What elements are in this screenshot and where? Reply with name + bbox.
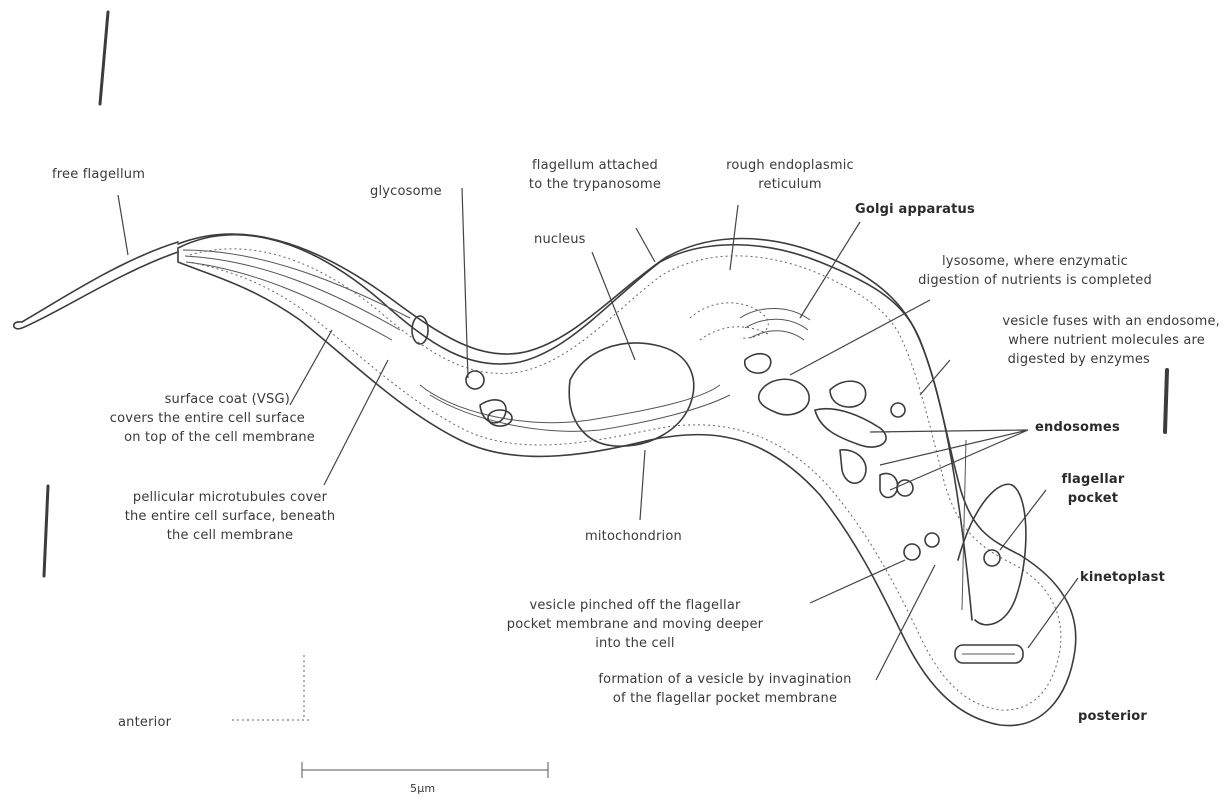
label-surface-coat-2: covers the entire cell surface (60, 409, 305, 428)
rough-er-shape (690, 303, 768, 338)
label-lysosome-2: digestion of nutrients is completed (880, 271, 1190, 290)
label-surface-coat-1: surface coat (VSG) (60, 390, 290, 409)
flagellar-pocket-shape (958, 484, 1026, 625)
label-vesicle-fuses-2: where nutrient molecules are (900, 331, 1205, 350)
scan-mark-left (44, 486, 48, 576)
flagellum-axoneme (962, 440, 966, 610)
leader-flagellum-attached (636, 228, 655, 262)
leader-nucleus (592, 252, 635, 360)
label-posterior: posterior (1078, 707, 1147, 726)
label-golgi: Golgi apparatus (855, 200, 975, 219)
label-rough-er-2: reticulum (710, 175, 870, 194)
vesicle-shape (891, 403, 905, 417)
organelle-shape (830, 381, 866, 407)
label-vesicle-fuses-3: digested by enzymes (900, 350, 1150, 369)
leader-free-flagellum (118, 195, 128, 255)
label-kinetoplast: kinetoplast (1080, 568, 1165, 587)
leader-vesicle-pinched (810, 560, 905, 603)
label-flagellar-pocket-1: flagellar (1048, 470, 1138, 489)
label-surface-coat-3: on top of the cell membrane (60, 428, 315, 447)
leader-endosomes (870, 430, 1028, 490)
leader-flagellar-pocket (1000, 490, 1046, 550)
label-formation-2: of the flagellar pocket membrane (540, 689, 910, 708)
label-pellicular-1: pellicular microtubules cover (100, 488, 360, 507)
free-flagellum-shape (14, 242, 178, 329)
label-pellicular-2: the entire cell surface, beneath (100, 507, 360, 526)
leader-surface-coat (290, 330, 332, 405)
label-flagellar-pocket-2: pocket (1048, 489, 1138, 508)
golgi-shape (740, 308, 810, 340)
leader-rough-er (730, 205, 738, 270)
label-vesicle-pinched-3: into the cell (470, 634, 800, 653)
label-flagellum-attached-1: flagellum attached (515, 156, 675, 175)
label-glycosome: glycosome (370, 182, 442, 201)
vesicle-shape (897, 480, 913, 496)
glycosome-shape (466, 371, 484, 389)
vesicle-shape (925, 533, 939, 547)
leader-glycosome (462, 188, 468, 378)
endosome-shape (815, 409, 886, 447)
scan-mark-top (100, 12, 108, 104)
label-vesicle-pinched-2: pocket membrane and moving deeper (470, 615, 800, 634)
leader-mitochondrion (640, 450, 645, 520)
vesicle-shape (904, 544, 920, 560)
endosome-shape (840, 450, 866, 483)
endosome-shape (880, 473, 898, 497)
label-nucleus: nucleus (534, 230, 586, 249)
lysosome-shape (759, 379, 810, 415)
label-anterior: anterior (118, 713, 171, 732)
leader-formation (876, 565, 935, 680)
label-formation-1: formation of a vesicle by invagination (540, 670, 910, 689)
mitochondrion-shape (420, 385, 730, 431)
label-flagellum-attached-2: to the trypanosome (515, 175, 675, 194)
leader-pellicular (324, 360, 388, 485)
microtubule-line (183, 250, 410, 318)
label-vesicle-pinched-1: vesicle pinched off the flagellar (470, 596, 800, 615)
leader-kinetoplast (1028, 578, 1078, 648)
label-free-flagellum: free flagellum (52, 165, 145, 184)
label-endosomes: endosomes (1035, 418, 1120, 437)
scan-mark-right (1165, 370, 1167, 432)
label-pellicular-3: the cell membrane (100, 526, 360, 545)
label-rough-er-1: rough endoplasmic (710, 156, 870, 175)
pocket-vesicle (984, 550, 1000, 566)
scale-bar (302, 762, 548, 778)
label-mitochondrion: mitochondrion (585, 527, 682, 546)
label-vesicle-fuses-1: vesicle fuses with an endosome, (900, 312, 1220, 331)
label-scale: 5μm (410, 779, 435, 798)
organelle-shape (745, 354, 771, 373)
label-lysosome-1: lysosome, where enzymatic (880, 252, 1190, 271)
